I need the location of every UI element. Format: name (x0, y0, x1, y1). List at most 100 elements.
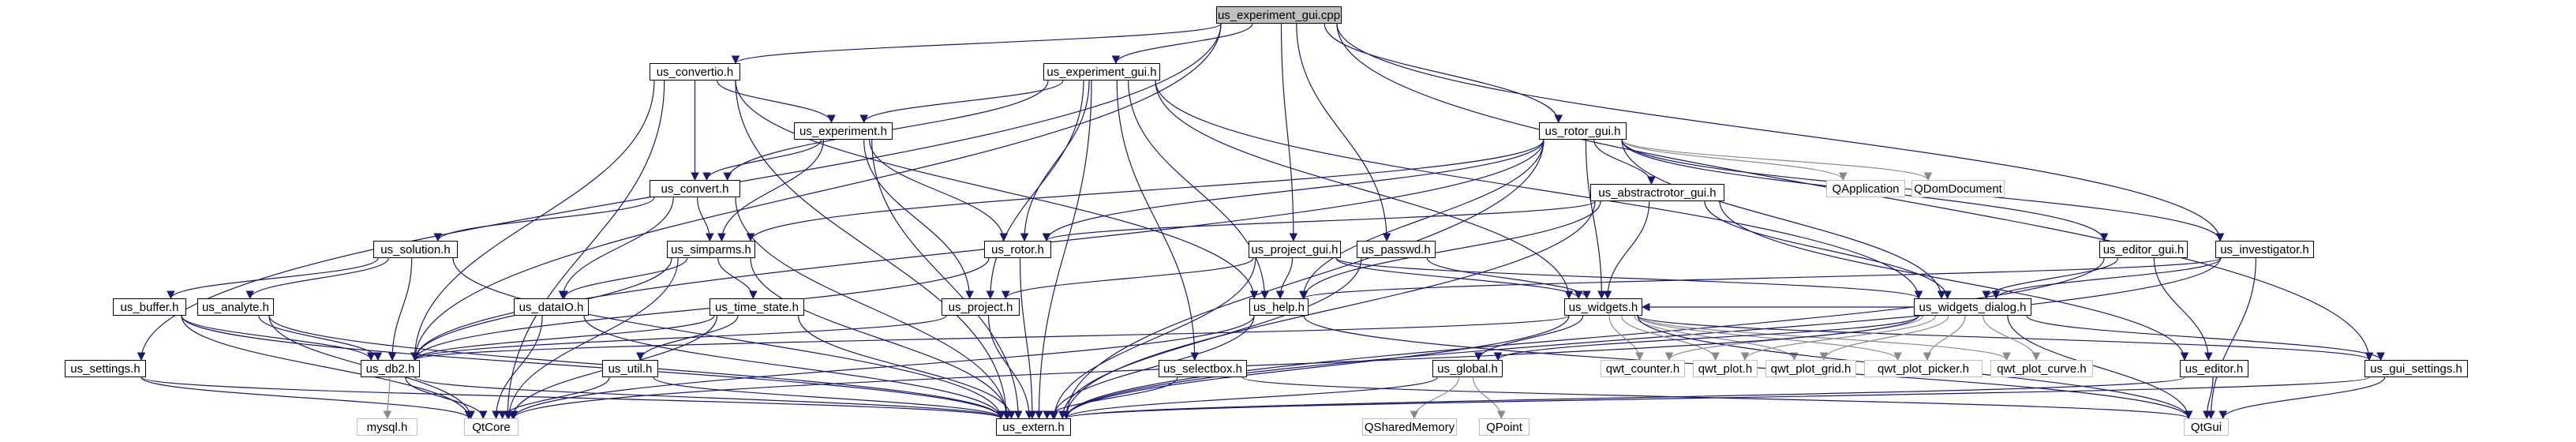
edge-us-simparms-h-to-us-extern-h (750, 257, 1013, 420)
node-us-solution-h[interactable]: us_solution.h (373, 241, 458, 258)
edge-us-experiment-gui-h-to-us-experiment-h (859, 80, 1064, 124)
edge-us-project-gui-h-to-us-extern-h (1050, 257, 1256, 420)
node-us-datalo-h[interactable]: us_dataIO.h (514, 298, 589, 316)
edge-us-solution-h-to-us-extern-h (452, 257, 1005, 420)
node-us-editor-h[interactable]: us_editor.h (2180, 360, 2248, 377)
node-us-editor-gui-h[interactable]: us_editor_gui.h (2099, 241, 2188, 258)
node-mysql-h: mysql.h (357, 418, 417, 436)
edge-us-buffer-h-to-us-extern-h (181, 315, 1005, 420)
node-us-convertio-h[interactable]: us_convertio.h (650, 63, 740, 81)
edges (137, 23, 2386, 420)
edge-us-editor-h-to-qtgui (2202, 376, 2214, 420)
edge-us-convert-h-to-us-solution-h (433, 197, 655, 242)
edge-us-experiment-gui-h-to-us-selectbox-h (1116, 80, 1200, 361)
edge-us-buffer-h-to-us-db2-h (181, 315, 376, 361)
node-qpoint: QPoint (1479, 418, 1530, 436)
edge-us-project-gui-h-to-us-help-h (1275, 257, 1294, 300)
node-us-util-h[interactable]: us_util.h (602, 360, 658, 377)
node-us-analyte-h[interactable]: us_analyte.h (197, 298, 274, 316)
edge-us-experiment-h-to-us-rotor-h (869, 139, 1009, 242)
node-us-project-h[interactable]: us_project.h (942, 298, 1020, 316)
node-us-widgets-h[interactable]: us_widgets.h (1564, 298, 1642, 316)
edge-us-rotor-h-to-us-extern-h (1019, 257, 1037, 420)
node-qtcore: QtCore (464, 418, 519, 436)
node-us-gui-settings-h[interactable]: us_gui_settings.h (2364, 360, 2468, 377)
edge-us-util-h-to-us-extern-h (653, 376, 1005, 420)
node-qwt-plot-h: qwt_plot.h (1693, 360, 1758, 377)
edge-us-experiment-gui-h-to-us-widgets-h (1155, 80, 1574, 300)
node-us-project-gui-h[interactable]: us_project_gui.h (1249, 241, 1341, 258)
node-us-time-state-h[interactable]: us_time_state.h (710, 298, 804, 316)
edge-us-widgets-h-to-us-gui-settings-h (1637, 315, 2374, 361)
node-qapplication: QApplication (1826, 180, 1905, 197)
node-us-extern-h[interactable]: us_extern.h (996, 418, 1071, 436)
edge-us-help-h-to-qtcore (509, 315, 1255, 420)
edge-us-editor-h-to-us-extern-h (1062, 376, 2185, 420)
edge-us-settings-h-to-us-extern-h (140, 376, 1005, 420)
node-us-widgets-dialog-h[interactable]: us_widgets_dialog.h (1914, 298, 2031, 316)
node-us-help-h[interactable]: us_help.h (1249, 298, 1309, 316)
edge-us-project-gui-h-to-us-project-h (1002, 257, 1254, 300)
node-us-passwd-h[interactable]: us_passwd.h (1357, 241, 1436, 258)
node-us-global-h[interactable]: us_global.h (1432, 360, 1503, 377)
node-us-experiment-h[interactable]: us_experiment.h (794, 122, 893, 140)
edge-us-convert-h-to-us-extern-h (735, 197, 1011, 420)
edge-us-widgets-dialog-h-to-us-gui-settings-h (2026, 315, 2385, 361)
edge-us-widgets-h-to-us-extern-h (1061, 315, 1570, 420)
edge-us-rotor-gui-h-to-qapplication (1621, 139, 1848, 182)
node-qwt-counter-h: qwt_counter.h (1601, 360, 1685, 377)
edge-us-project-gui-h-to-us-widgets-dialog-h (1335, 257, 1923, 300)
edge-us-rotor-gui-h-to-us-db2-h (410, 139, 1544, 361)
edge-us-db2-h-to-mysql-h (383, 376, 392, 420)
edge-us-experiment-gui-cpp-to-us-project-gui-h (1280, 23, 1298, 242)
edge-us-widgets-dialog-h-to-us-global-h (1493, 315, 1919, 361)
node-us-selectbox-h[interactable]: us_selectbox.h (1159, 360, 1247, 377)
edge-us-experiment-gui-cpp-to-us-experiment-gui-h (1111, 23, 1253, 65)
node-us-experiment-gui-cpp[interactable]: us_experiment_gui.cpp (1216, 6, 1342, 24)
edge-us-project-gui-h-to-us-widgets-h (1335, 257, 1583, 300)
node-us-investigator-h[interactable]: us_investigator.h (2215, 241, 2314, 258)
edge-us-experiment-gui-cpp-to-us-db2-h (410, 23, 1222, 361)
node-us-rotor-h[interactable]: us_rotor.h (984, 241, 1051, 258)
edge-us-abstractrotor-gui-h-to-us-extern-h (1061, 200, 1596, 420)
edge-us-rotor-gui-h-to-us-help-h (1298, 139, 1544, 300)
edge-us-convert-h-to-us-datalo-h (558, 197, 674, 300)
edge-us-global-h-to-qsharedmemory (1410, 376, 1460, 420)
edge-us-solution-h-to-us-buffer-h (167, 257, 379, 300)
node-qwt-plot-curve-h: qwt_plot_curve.h (1990, 360, 2093, 377)
node-qwt-plot-grid-h: qwt_plot_grid.h (1765, 360, 1856, 377)
edge-us-global-h-to-us-extern-h (1061, 376, 1438, 420)
edge-us-solution-h-to-us-analyte-h (245, 257, 389, 300)
node-qdomdocument: QDomDocument (1911, 180, 2005, 197)
node-us-rotor-gui-h[interactable]: us_rotor_gui.h (1539, 122, 1627, 140)
edge-us-db2-h-to-qtcore (405, 376, 488, 420)
edge-us-investigator-h-to-us-widgets-dialog-h (1991, 257, 2222, 300)
edge-us-experiment-h-to-us-simparms-h (717, 139, 824, 242)
edge-us-experiment-gui-h-to-us-extern-h (1035, 80, 1092, 420)
edge-us-widgets-dialog-h-to-qtgui (2007, 315, 2193, 420)
node-us-abstractrotor-gui-h[interactable]: us_abstractrotor_gui.h (1590, 184, 1724, 201)
edge-us-global-h-to-qpoint (1472, 376, 1506, 420)
edge-us-experiment-gui-cpp-to-us-convertio-h (731, 23, 1222, 65)
edge-us-rotor-gui-h-to-us-widgets-h (1585, 139, 1606, 300)
edge-us-util-h-to-qtcore (498, 376, 610, 420)
node-us-experiment-gui-h[interactable]: us_experiment_gui.h (1043, 63, 1160, 81)
edge-us-project-h-to-us-db2-h (410, 315, 947, 361)
edge-us-investigator-h-to-us-extern-h (1061, 257, 2221, 420)
edge-us-editor-gui-h-to-us-extern-h (1061, 257, 2105, 420)
edge-us-widgets-h-to-us-db2-h (411, 315, 1570, 361)
edge-us-abstractrotor-gui-h-to-us-widgets-dialog-h (1704, 200, 1952, 300)
edge-us-settings-h-to-qtcore (140, 376, 474, 420)
edge-us-rotor-gui-h-to-us-extern-h (1061, 139, 1544, 420)
node-us-db2-h[interactable]: us_db2.h (361, 360, 420, 377)
node-us-settings-h[interactable]: us_settings.h (65, 360, 146, 377)
edge-us-widgets-dialog-h-to-qwt-plot-grid-h (1819, 315, 1949, 361)
edge-us-experiment-gui-h-to-us-widgets-dialog-h (1155, 80, 1923, 300)
node-us-convert-h[interactable]: us_convert.h (650, 180, 740, 197)
edge-us-selectbox-h-to-us-extern-h (1043, 376, 1178, 420)
edge-us-investigator-h-to-qtgui (2207, 257, 2256, 420)
edge-us-gui-settings-h-to-qtgui (2218, 376, 2386, 420)
node-us-simparms-h[interactable]: us_simparms.h (667, 241, 755, 258)
node-us-buffer-h[interactable]: us_buffer.h (113, 298, 186, 316)
